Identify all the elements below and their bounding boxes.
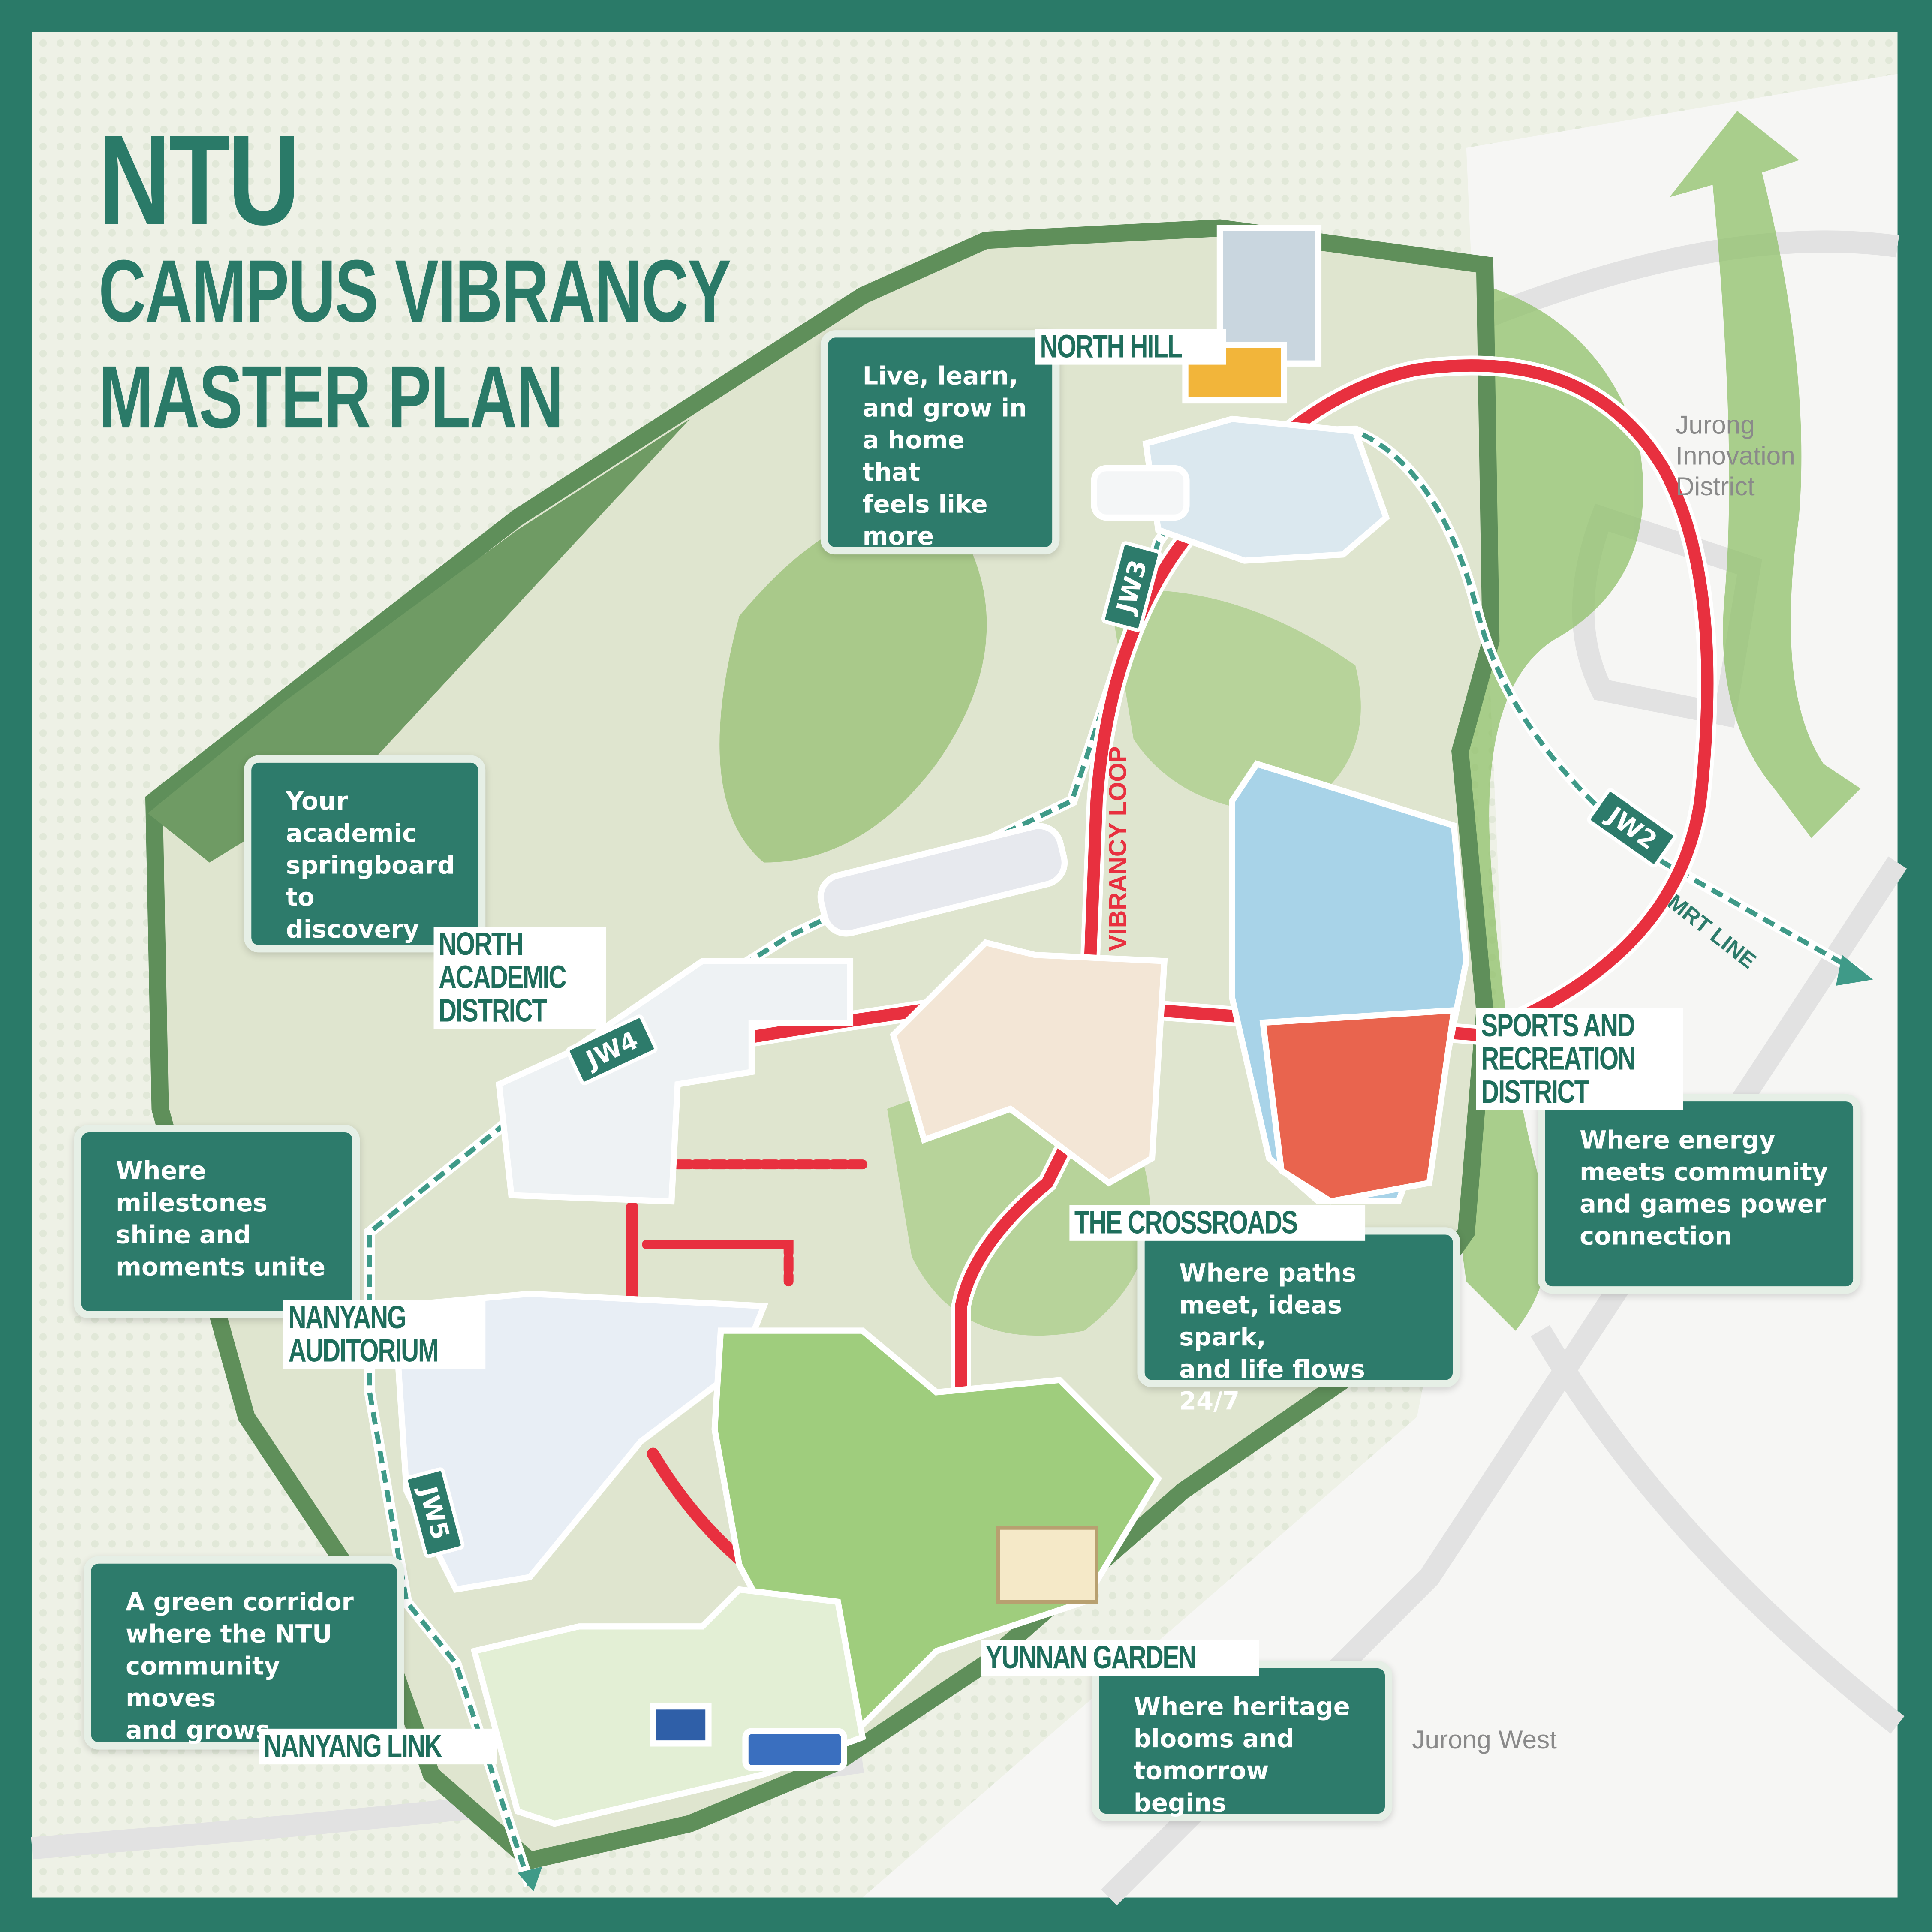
hill-green xyxy=(1109,590,1361,813)
sports-label: SPORTS AND RECREATION DISTRICT xyxy=(1476,1008,1683,1110)
crossroads-scene xyxy=(890,939,1168,1187)
yunnan-garden-label: YUNNAN GARDEN xyxy=(981,1640,1260,1676)
forest-edge xyxy=(147,419,690,863)
running-track xyxy=(1259,1007,1458,1205)
north-academic-label: NORTH ACADEMIC DISTRICT xyxy=(433,927,607,1029)
north-academic-scene xyxy=(496,958,854,1205)
nanyang-auditorium-label: NANYANG AUDITORIUM xyxy=(283,1300,485,1369)
mrt-arrow-east xyxy=(1836,955,1873,986)
mrt-train xyxy=(817,823,1068,937)
mrt-arrow-south xyxy=(517,1866,542,1892)
title-campus-vibrancy: CAMPUS VIBRANCY xyxy=(98,243,731,342)
hall-buildings xyxy=(1216,225,1322,367)
sports-tagline: Where energy meets community and games p… xyxy=(1538,1094,1861,1294)
jurong-innovation-district-label: Jurong Innovation District xyxy=(1676,411,1795,502)
nanyang-link-label: NANYANG LINK xyxy=(259,1728,497,1765)
crossroads-tagline: Where paths meet, ideas spark, and life … xyxy=(1137,1227,1460,1416)
bus-icon xyxy=(1091,465,1190,521)
campus-bus xyxy=(742,1728,847,1771)
jurong-west-label: Jurong West xyxy=(1412,1726,1557,1755)
north-hill-scene xyxy=(1142,415,1390,564)
mrt-line xyxy=(367,429,1862,1886)
title-master-plan: MASTER PLAN xyxy=(98,349,564,448)
vibrancy-loop xyxy=(626,355,1718,1565)
vibrancy-loop-label: VIBRANCY LOOP xyxy=(1105,746,1132,951)
chinese-heritage-arch xyxy=(996,1526,1098,1604)
nanyang-link-tagline: A green corridor where the NTU community… xyxy=(84,1556,404,1750)
north-academic-tagline: Your academic springboard to discovery xyxy=(244,755,486,953)
yunnan-garden-tagline: Where heritage blooms and tomorrow begin… xyxy=(1092,1661,1393,1821)
north-hill-label: NORTH HILL xyxy=(1035,329,1227,365)
crossroads-label: THE CROSSROADS xyxy=(1069,1205,1365,1241)
ntu-sign xyxy=(650,1703,712,1747)
north-hill-tagline: Live, learn, and grow in a home that fee… xyxy=(820,330,1060,555)
title-ntu: NTU xyxy=(98,109,300,253)
auditorium-tagline: Where milestones shine and moments unite xyxy=(74,1125,360,1318)
hill-green xyxy=(719,512,987,863)
